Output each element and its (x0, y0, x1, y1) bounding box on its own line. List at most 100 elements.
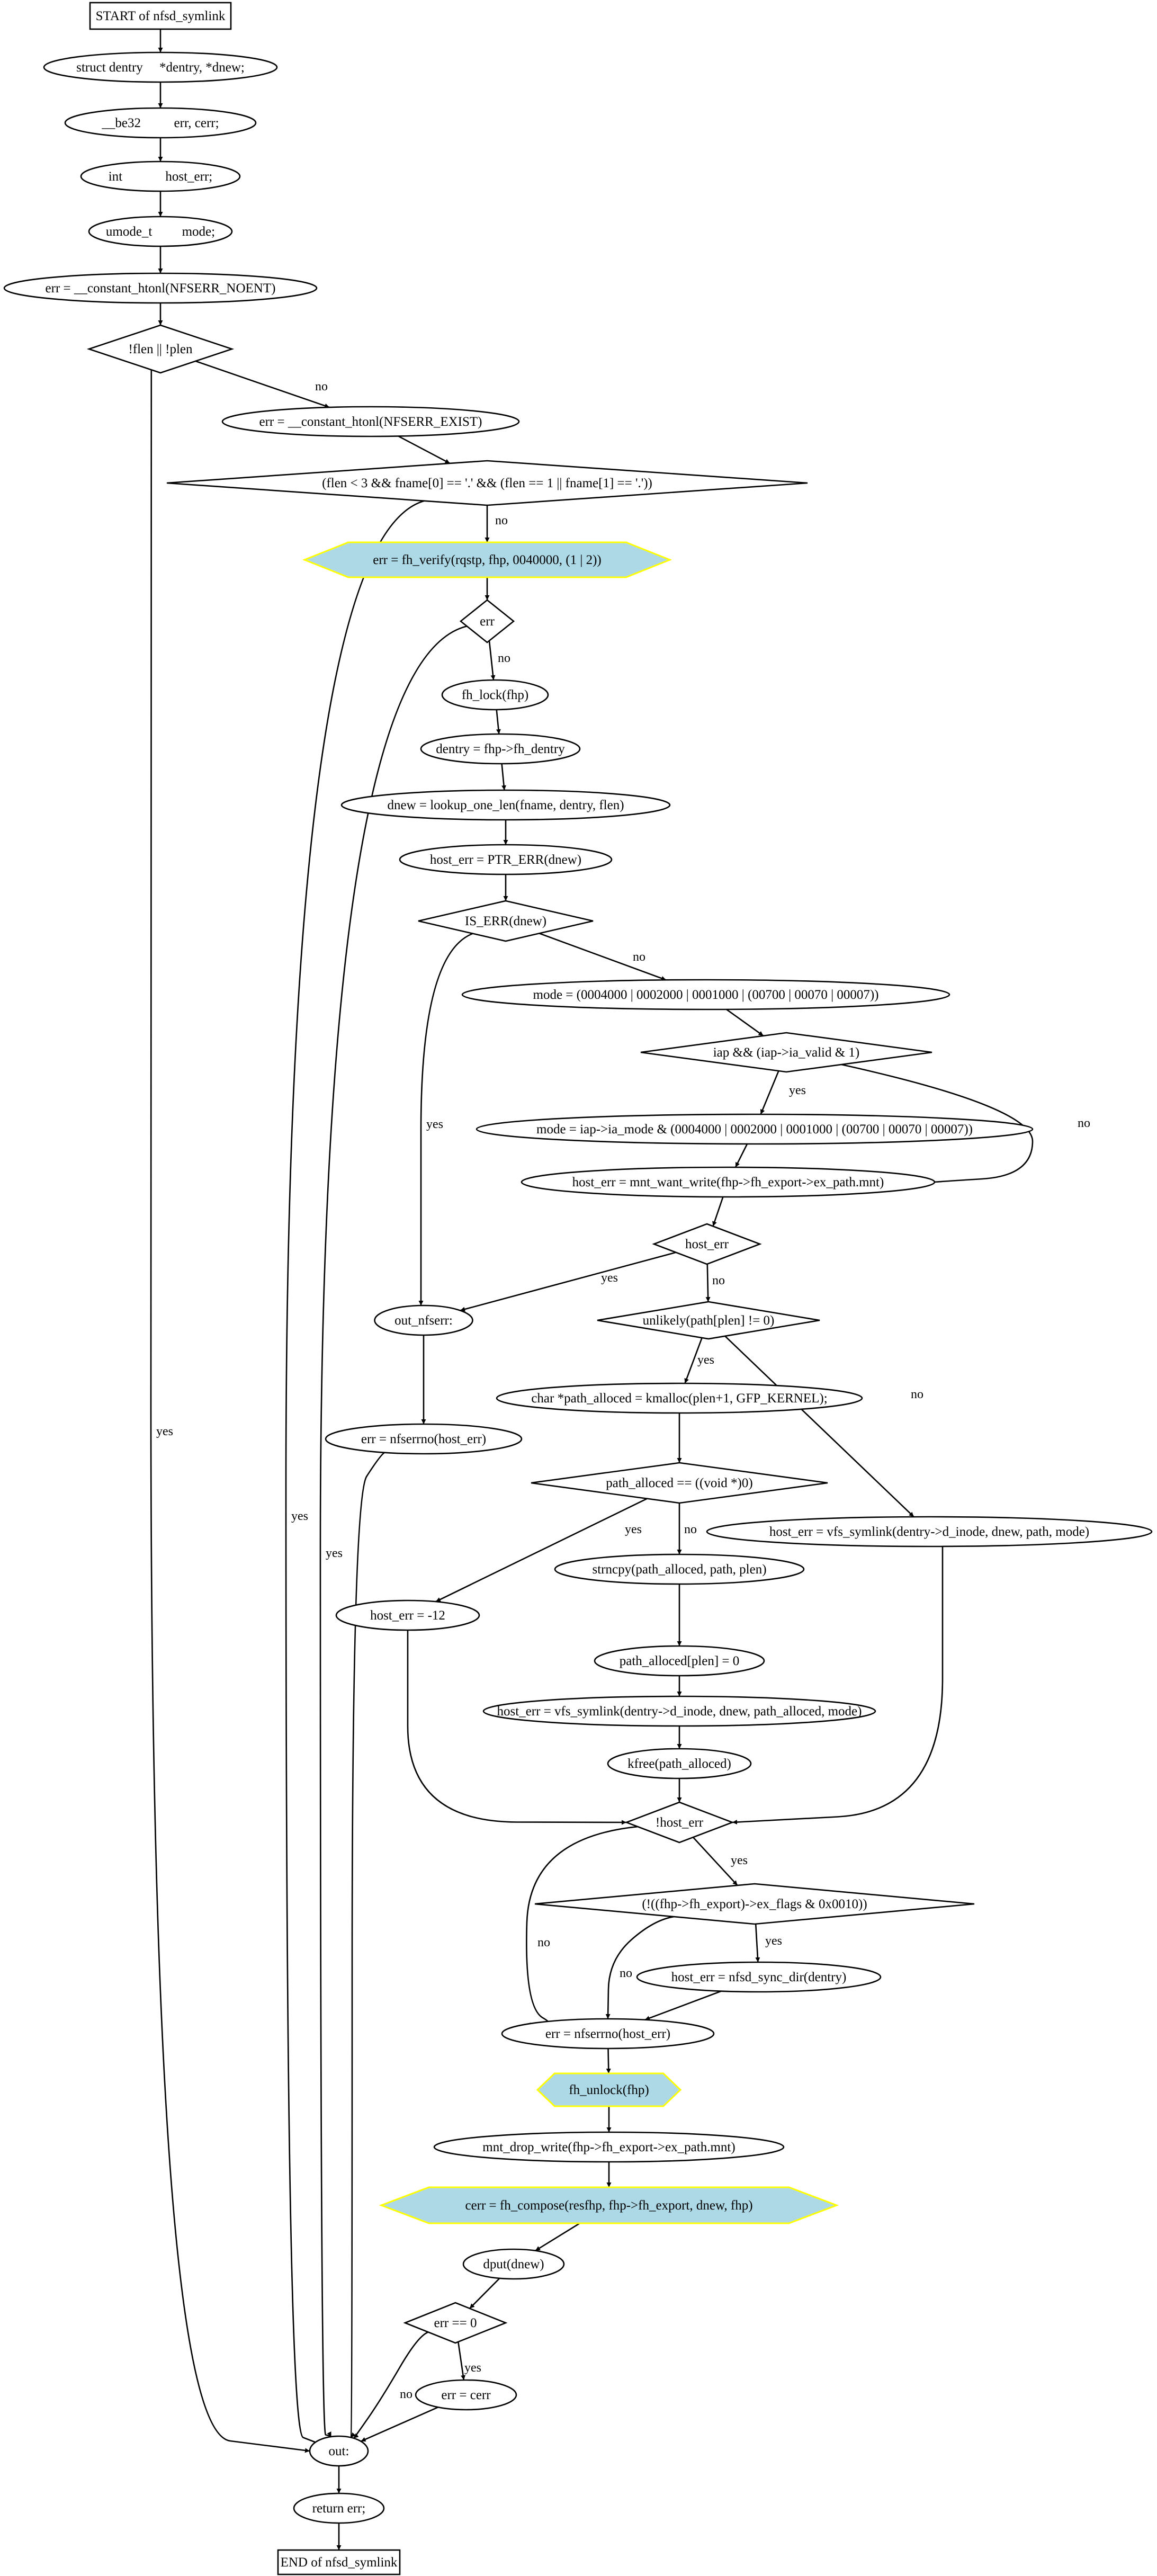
node-shape-diamond (624, 1801, 734, 1844)
node-label: host_err = PTR_ERR(dnew) (430, 853, 581, 867)
node-shape-diamond (459, 599, 515, 643)
edge-n_nfserrno2-to-n_unlock (606, 2048, 611, 2074)
node-shape-ellipse (554, 1553, 805, 1585)
node-shape-ellipse (88, 216, 233, 247)
edge-d_flen-to-n_out (150, 369, 310, 2453)
edge-d_alloced-to-n_neg12 (435, 1498, 648, 1603)
node-d-hosterr: host_err (652, 1223, 762, 1265)
node-n-compose: cerr = fh_compose(resfhp, fhp->fh_export… (379, 2186, 839, 2224)
node-label: dnew = lookup_one_len(fname, dentry, fle… (387, 798, 624, 812)
node-label: host_err = vfs_symlink(dentry->d_inode, … (497, 1704, 862, 1719)
node-label: err = cerr (441, 2388, 491, 2402)
node-label: START of nfsd_symlink (96, 9, 226, 23)
edge-label-no: no (633, 950, 645, 964)
edge-label-yes: yes (326, 1546, 343, 1560)
node-shape-ellipse (433, 2131, 785, 2163)
node-n-strncpy: strncpy(path_alloced, path, plen) (554, 1553, 805, 1585)
node-shape-ellipse (80, 160, 241, 192)
node-label: !flen || !plen (128, 342, 193, 356)
edge-d_unlikely-to-n_symlink1 (724, 1335, 914, 1518)
edge-label-no: no (315, 380, 328, 393)
edge-n_cerr-to-n_out (360, 2407, 438, 2442)
edge-n_compose-to-n_dput (535, 2222, 580, 2251)
node-shape-ellipse (415, 2379, 517, 2411)
node-label: err = fh_verify(rqstp, fhp, 0040000, (1 … (373, 553, 602, 567)
node-label: IS_ERR(dnew) (465, 914, 546, 928)
node-label: err = nfserrno(host_err) (545, 2027, 670, 2041)
edge-label-yes: yes (156, 1425, 173, 1438)
node-label: char *path_alloced = kmalloc(plen+1, GFP… (531, 1391, 827, 1406)
node-n-drop: mnt_drop_write(fhp->fh_export->ex_path.m… (433, 2131, 785, 2163)
edge-label-no: no (1078, 1116, 1090, 1130)
edge-d_hosterr-to-n_outnfserr (460, 1251, 676, 1312)
node-n-nfserrno2: err = nfserrno(host_err) (501, 2018, 715, 2050)
edge-n_neg12-to-d_nothost (407, 1630, 627, 1825)
node-n-sync: host_err = nfsd_sync_dir(dentry) (636, 1961, 882, 1993)
edge-n_nfserrno1-to-n_out (350, 1452, 385, 2438)
edge-d_erreq-to-n_out (353, 2331, 429, 2439)
node-n-out: out: (309, 2435, 369, 2467)
node-label: host_err (685, 1237, 729, 1251)
edge-label-no: no (495, 514, 508, 527)
node-shape-box (277, 2549, 401, 2575)
node-n-int: int host_err; (80, 160, 241, 192)
node-n-neg12: host_err = -12 (335, 1599, 480, 1631)
node-shape-diamond (166, 460, 808, 506)
node-shape-ellipse (309, 2435, 369, 2467)
node-n-nfserrno1: err = nfserrno(host_err) (325, 1423, 523, 1455)
edge-n_exist-to-d_fname (398, 435, 451, 464)
node-d-unlikely: unlikely(path[plen] != 0) (597, 1301, 820, 1340)
edge-n_sync-to-n_nfserrno2 (644, 1990, 722, 2021)
node-shape-diamond (403, 2302, 508, 2344)
node-label: host_err = mnt_want_write(fhp->fh_export… (572, 1175, 884, 1189)
node-d-nothost: !host_err (624, 1801, 734, 1844)
node-label: err = __constant_htonl(NFSERR_NOENT) (46, 281, 276, 296)
node-shape-ellipse (461, 979, 950, 1010)
node-label: kfree(path_alloced) (627, 1757, 731, 1771)
node-shape-hexagon (536, 2072, 682, 2107)
edge-d_nothost-to-n_nfserrno2 (525, 1826, 638, 2027)
node-shape-ellipse (64, 107, 257, 139)
node-n-cerr: err = cerr (415, 2379, 517, 2411)
node-label: dput(dnew) (483, 2257, 544, 2271)
edge-label-no: no (911, 1388, 923, 1401)
edge-label-yes: yes (765, 1934, 782, 1948)
node-shape-box (89, 2, 232, 30)
edge-label-no: no (712, 1274, 725, 1287)
node-shape-ellipse (501, 2018, 715, 2050)
node-shape-ellipse (420, 733, 581, 765)
node-label: err = __constant_htonl(NFSERR_EXIST) (259, 415, 482, 429)
edge-label-no: no (498, 651, 510, 665)
node-n-umode: umode_t mode; (88, 216, 233, 247)
node-label: out: (329, 2444, 349, 2458)
node-shape-ellipse (496, 1382, 863, 1414)
node-n-return: return err; (293, 2492, 385, 2524)
node-label: path_alloced == ((void *)0) (606, 1476, 752, 1490)
node-shape-ellipse (399, 844, 613, 875)
edge-labels-layer: no yes no yes no yes no yes yes no yes no yes no yes no… (156, 380, 1090, 2401)
node-n-dput: dput(dnew) (462, 2248, 565, 2280)
node-d-fname: (flen < 3 && fname[0] == '.' && (flen ==… (166, 460, 808, 506)
node-start: START of nfsd_symlink (89, 2, 232, 30)
node-label: strncpy(path_alloced, path, plen) (592, 1562, 766, 1577)
node-n-lock: fh_lock(fhp) (441, 679, 549, 711)
edge-label-yes: yes (789, 1084, 806, 1097)
node-shape-ellipse (706, 1516, 1153, 1548)
node-shape-hexagon (379, 2186, 839, 2224)
edge-label-yes: yes (426, 1117, 443, 1131)
edges-layer (150, 29, 1034, 2550)
node-shape-ellipse (43, 51, 278, 83)
edge-label-yes: yes (731, 1854, 748, 1867)
node-shape-diamond (640, 1032, 932, 1073)
node-d-iserr: IS_ERR(dnew) (418, 900, 594, 942)
edge-d_flags-to-n_sync (755, 1924, 760, 1963)
edge-label-no: no (400, 2387, 412, 2401)
node-shape-ellipse (293, 2492, 385, 2524)
node-label: mode = (0004000 | 0002000 | 0001000 | (0… (533, 988, 879, 1002)
node-d-flen: !flen || !plen (86, 324, 235, 374)
edge-label-yes: yes (601, 1271, 618, 1285)
edge-label-yes: yes (625, 1523, 642, 1536)
node-label: cerr = fh_compose(resfhp, fhp->fh_export… (465, 2198, 752, 2213)
node-label: iap && (iap->ia_valid & 1) (713, 1045, 860, 1060)
